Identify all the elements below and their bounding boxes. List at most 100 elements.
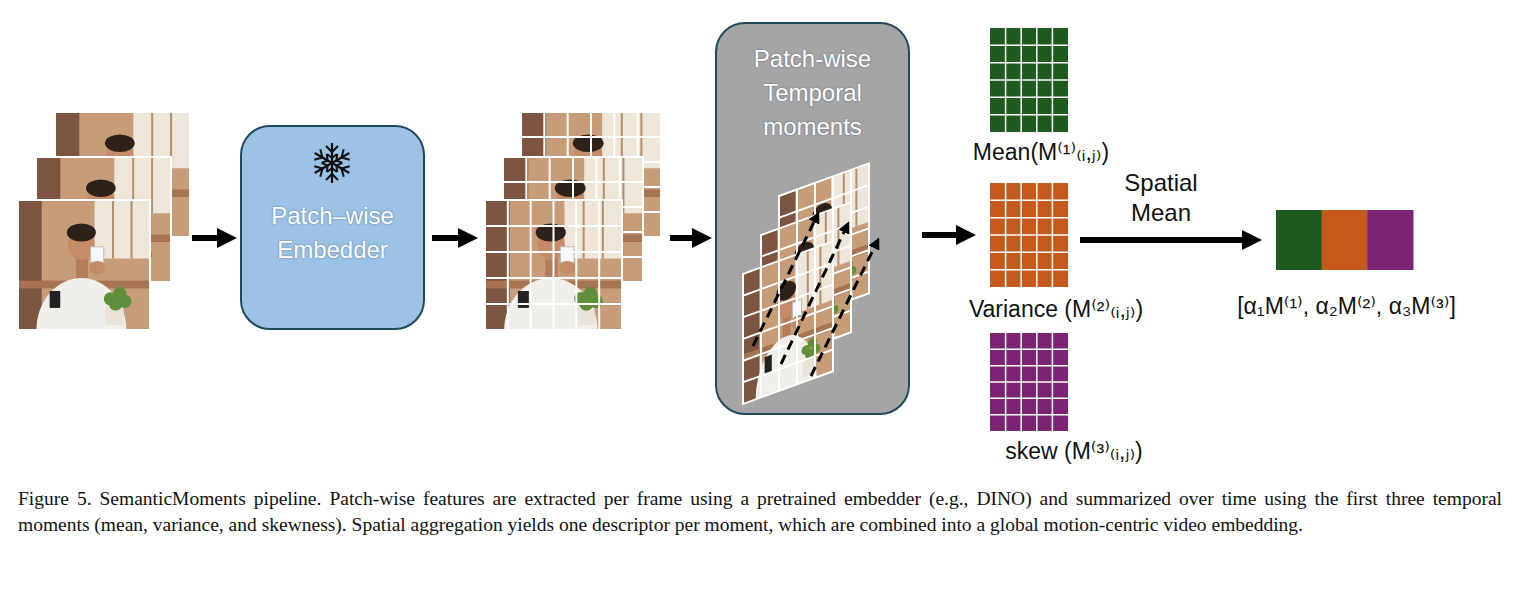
snowflake-branch (314, 163, 325, 176)
embedding-bar: [α₁M⁽¹⁾, α₂M⁽²⁾, α₃M⁽³⁾] (1276, 210, 1413, 270)
person-hand (89, 261, 105, 274)
snowflake-branch (322, 154, 330, 165)
node-shape (990, 333, 1068, 431)
grid-line (990, 381, 1068, 383)
patch-grid-line (575, 200, 577, 330)
grid-line (990, 234, 1068, 236)
window-mullion (112, 200, 114, 259)
patch-grid-line (485, 251, 622, 253)
grid-line (990, 217, 1068, 219)
person-hair (86, 180, 116, 198)
patch-grid-line (530, 200, 532, 330)
photo-content (485, 200, 622, 330)
plant-leaf (589, 295, 603, 309)
window-mullion (837, 207, 839, 266)
moments-box: Patch-wise Temporal moments (715, 22, 910, 415)
grid-line (990, 398, 1068, 400)
caption-holder: Figure 5. SemanticMoments pipeline. Patc… (18, 486, 1502, 538)
figure-caption: Figure 5. SemanticMoments pipeline. Patc… (18, 486, 1502, 538)
window-mullion (855, 168, 857, 227)
snowflake-branch (327, 154, 337, 158)
grid-line (990, 62, 1068, 64)
patch-grid-line (743, 350, 833, 383)
moment-label: Variance (M⁽²⁾₍ᵢ,ⱼ₎) (969, 295, 1143, 323)
box-label: Patch-wise Temporal moments (745, 24, 880, 144)
snowflake-branch (326, 174, 338, 180)
photo-content (743, 241, 833, 404)
grid-line (990, 97, 1068, 99)
patch-grid-line (743, 306, 833, 339)
temporal-arrow (811, 246, 875, 376)
patch-grid-line (553, 200, 555, 330)
flow-arrow (922, 232, 956, 238)
grid-line (990, 349, 1068, 351)
flow-arrow (192, 235, 217, 241)
patch-grid-line (485, 303, 622, 305)
moment-label: skew (M⁽³⁾₍ᵢ,ⱼ₎) (1005, 437, 1143, 465)
snowflake-branch (327, 168, 337, 172)
embedding-segment (1322, 210, 1368, 270)
flow-arrow (670, 235, 692, 241)
photo-wall (18, 200, 42, 330)
grid-fill (990, 28, 1068, 132)
phone (518, 291, 529, 308)
photo-border (743, 241, 833, 404)
person-hair (105, 135, 135, 153)
grid-line (990, 45, 1068, 47)
person-hand (559, 261, 575, 274)
patch-grid-line (743, 285, 833, 318)
grid-line (990, 414, 1068, 416)
patch-frame (485, 200, 622, 382)
flow-arrow (1080, 237, 1242, 243)
window-mullion (131, 200, 133, 259)
temporal-arrow (753, 220, 815, 346)
temporal-arrow (781, 230, 845, 364)
plant-leaf (118, 295, 131, 308)
patch-grid-line (598, 200, 600, 330)
window-mullion (583, 200, 585, 259)
grid-line (990, 365, 1068, 367)
grid-line (990, 269, 1068, 271)
node-shape (990, 28, 1068, 132)
window-mullion (807, 250, 809, 309)
photo-background (485, 200, 622, 330)
embedding-segment (1367, 210, 1413, 270)
snowflake-branch (314, 149, 325, 162)
grid-fill (990, 183, 1068, 287)
edge-label: Spatial Mean (1099, 168, 1223, 228)
phone (765, 355, 772, 375)
person-hair (67, 223, 96, 241)
moment-grid: Mean(M⁽¹⁾₍ᵢ,ⱼ₎) (990, 28, 1068, 132)
patch-grid-line (503, 181, 643, 183)
photo-wall (485, 200, 510, 330)
patch-grid-line (743, 263, 833, 296)
person-shirt (36, 278, 126, 330)
snowflake-icon (312, 143, 353, 183)
patch-grid-line (485, 277, 622, 279)
moment-label: [α₁M⁽¹⁾, α₂M⁽²⁾, α₃M⁽³⁾] (1237, 292, 1456, 320)
patch-grid-line (485, 225, 622, 227)
coffee-cup (91, 247, 104, 263)
photo-content (18, 200, 150, 330)
window-mullion (151, 157, 153, 213)
moment-grid: skew (M⁽³⁾₍ᵢ,ⱼ₎) (990, 333, 1068, 431)
window-mullion (819, 246, 821, 305)
video-frame (18, 200, 150, 382)
node-shape (990, 183, 1068, 287)
node-shape (1276, 210, 1413, 270)
grid-line (990, 79, 1068, 81)
box-label: Patch–wise Embedder (258, 127, 408, 267)
embedding-segment (1276, 210, 1322, 270)
grid-line (990, 200, 1068, 202)
patch-grid-line (507, 200, 509, 330)
photo-border (18, 200, 150, 330)
flow-arrow (432, 235, 458, 241)
phone (50, 291, 61, 308)
snowflake-branch (326, 146, 338, 152)
window-mullion (602, 200, 604, 259)
grid-line (990, 114, 1068, 116)
grid-line (990, 252, 1068, 254)
moment-grid: Variance (M⁽²⁾₍ᵢ,ⱼ₎) (990, 183, 1068, 287)
snowflake-branch (339, 163, 350, 176)
